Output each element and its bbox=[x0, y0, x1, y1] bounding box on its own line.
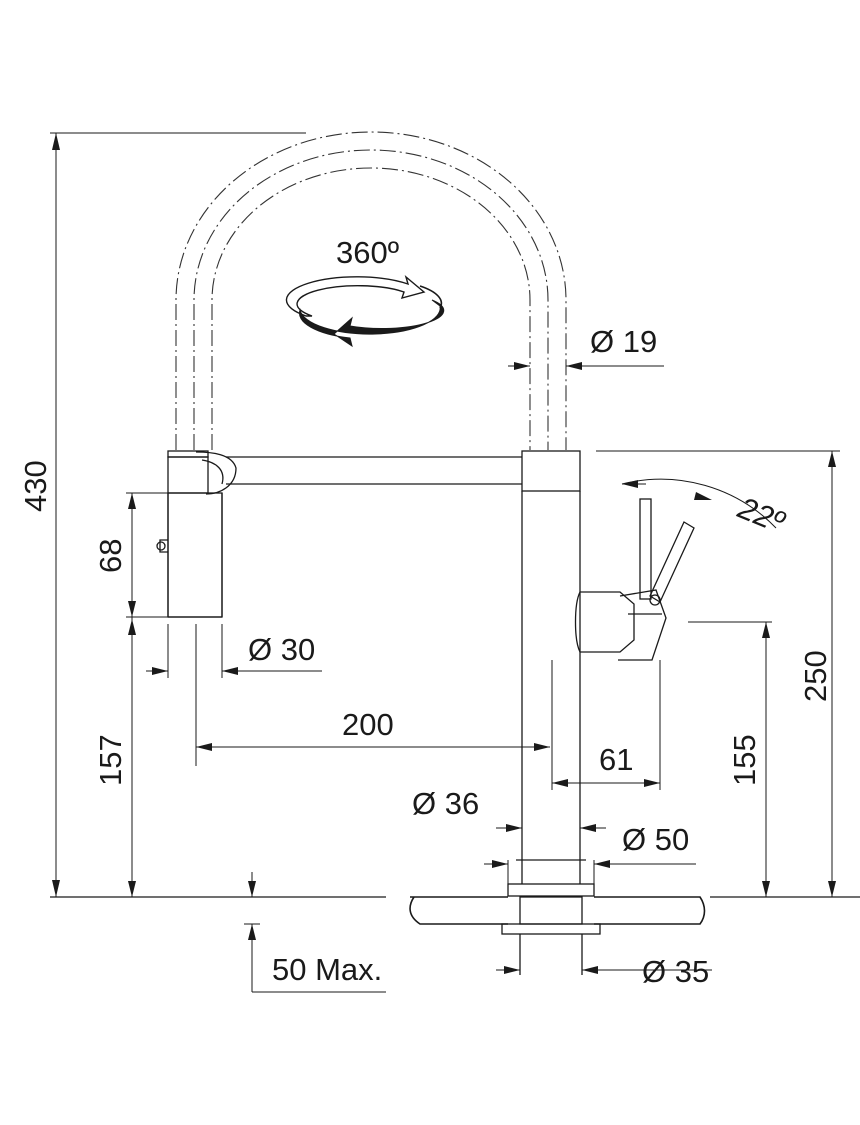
shower-head bbox=[156, 450, 223, 618]
dim-total-height bbox=[52, 133, 60, 897]
dim-deck-thickness bbox=[244, 872, 386, 993]
total-height-label: 430 bbox=[18, 460, 53, 512]
dim-spout-diameter bbox=[508, 362, 664, 370]
head-height-label: 157 bbox=[93, 734, 128, 786]
lever-axis-height-label: 155 bbox=[727, 734, 762, 786]
spout-diameter-label: Ø 19 bbox=[590, 324, 657, 359]
spout-reach-label: 200 bbox=[342, 707, 394, 742]
faucet-body bbox=[507, 450, 595, 897]
dim-lever-angle bbox=[621, 478, 777, 529]
lever-offset-label: 61 bbox=[599, 742, 633, 777]
dim-hole-diameter bbox=[496, 966, 712, 974]
spout-arch bbox=[50, 131, 567, 450]
head-diameter-label: Ø 30 bbox=[248, 632, 315, 667]
rotation-label: 360º bbox=[336, 235, 399, 270]
dim-head-diameter bbox=[146, 624, 322, 678]
deck-thickness-label: 50 Max. bbox=[272, 952, 382, 987]
spout-arm bbox=[195, 451, 522, 495]
dim-spout-reach bbox=[195, 624, 550, 766]
dim-head-length bbox=[126, 492, 168, 618]
dim-lever-axis-height bbox=[688, 621, 772, 897]
rotation-arrow-icon bbox=[285, 275, 445, 348]
dim-head-height bbox=[128, 617, 136, 897]
lever-handle bbox=[574, 498, 695, 661]
dim-base-diameter bbox=[484, 860, 696, 884]
head-length-label: 68 bbox=[93, 539, 128, 573]
body-diameter-label: Ø 36 bbox=[412, 786, 479, 821]
dim-lever-offset bbox=[551, 660, 661, 790]
deck-section bbox=[50, 896, 860, 975]
lever-height-label: 250 bbox=[798, 650, 833, 702]
dim-lever-height bbox=[596, 450, 840, 897]
hole-diameter-label: Ø 35 bbox=[642, 954, 709, 989]
base-diameter-label: Ø 50 bbox=[622, 822, 689, 857]
dim-body-diameter bbox=[496, 824, 606, 832]
lever-angle-label: 22º bbox=[732, 490, 790, 541]
